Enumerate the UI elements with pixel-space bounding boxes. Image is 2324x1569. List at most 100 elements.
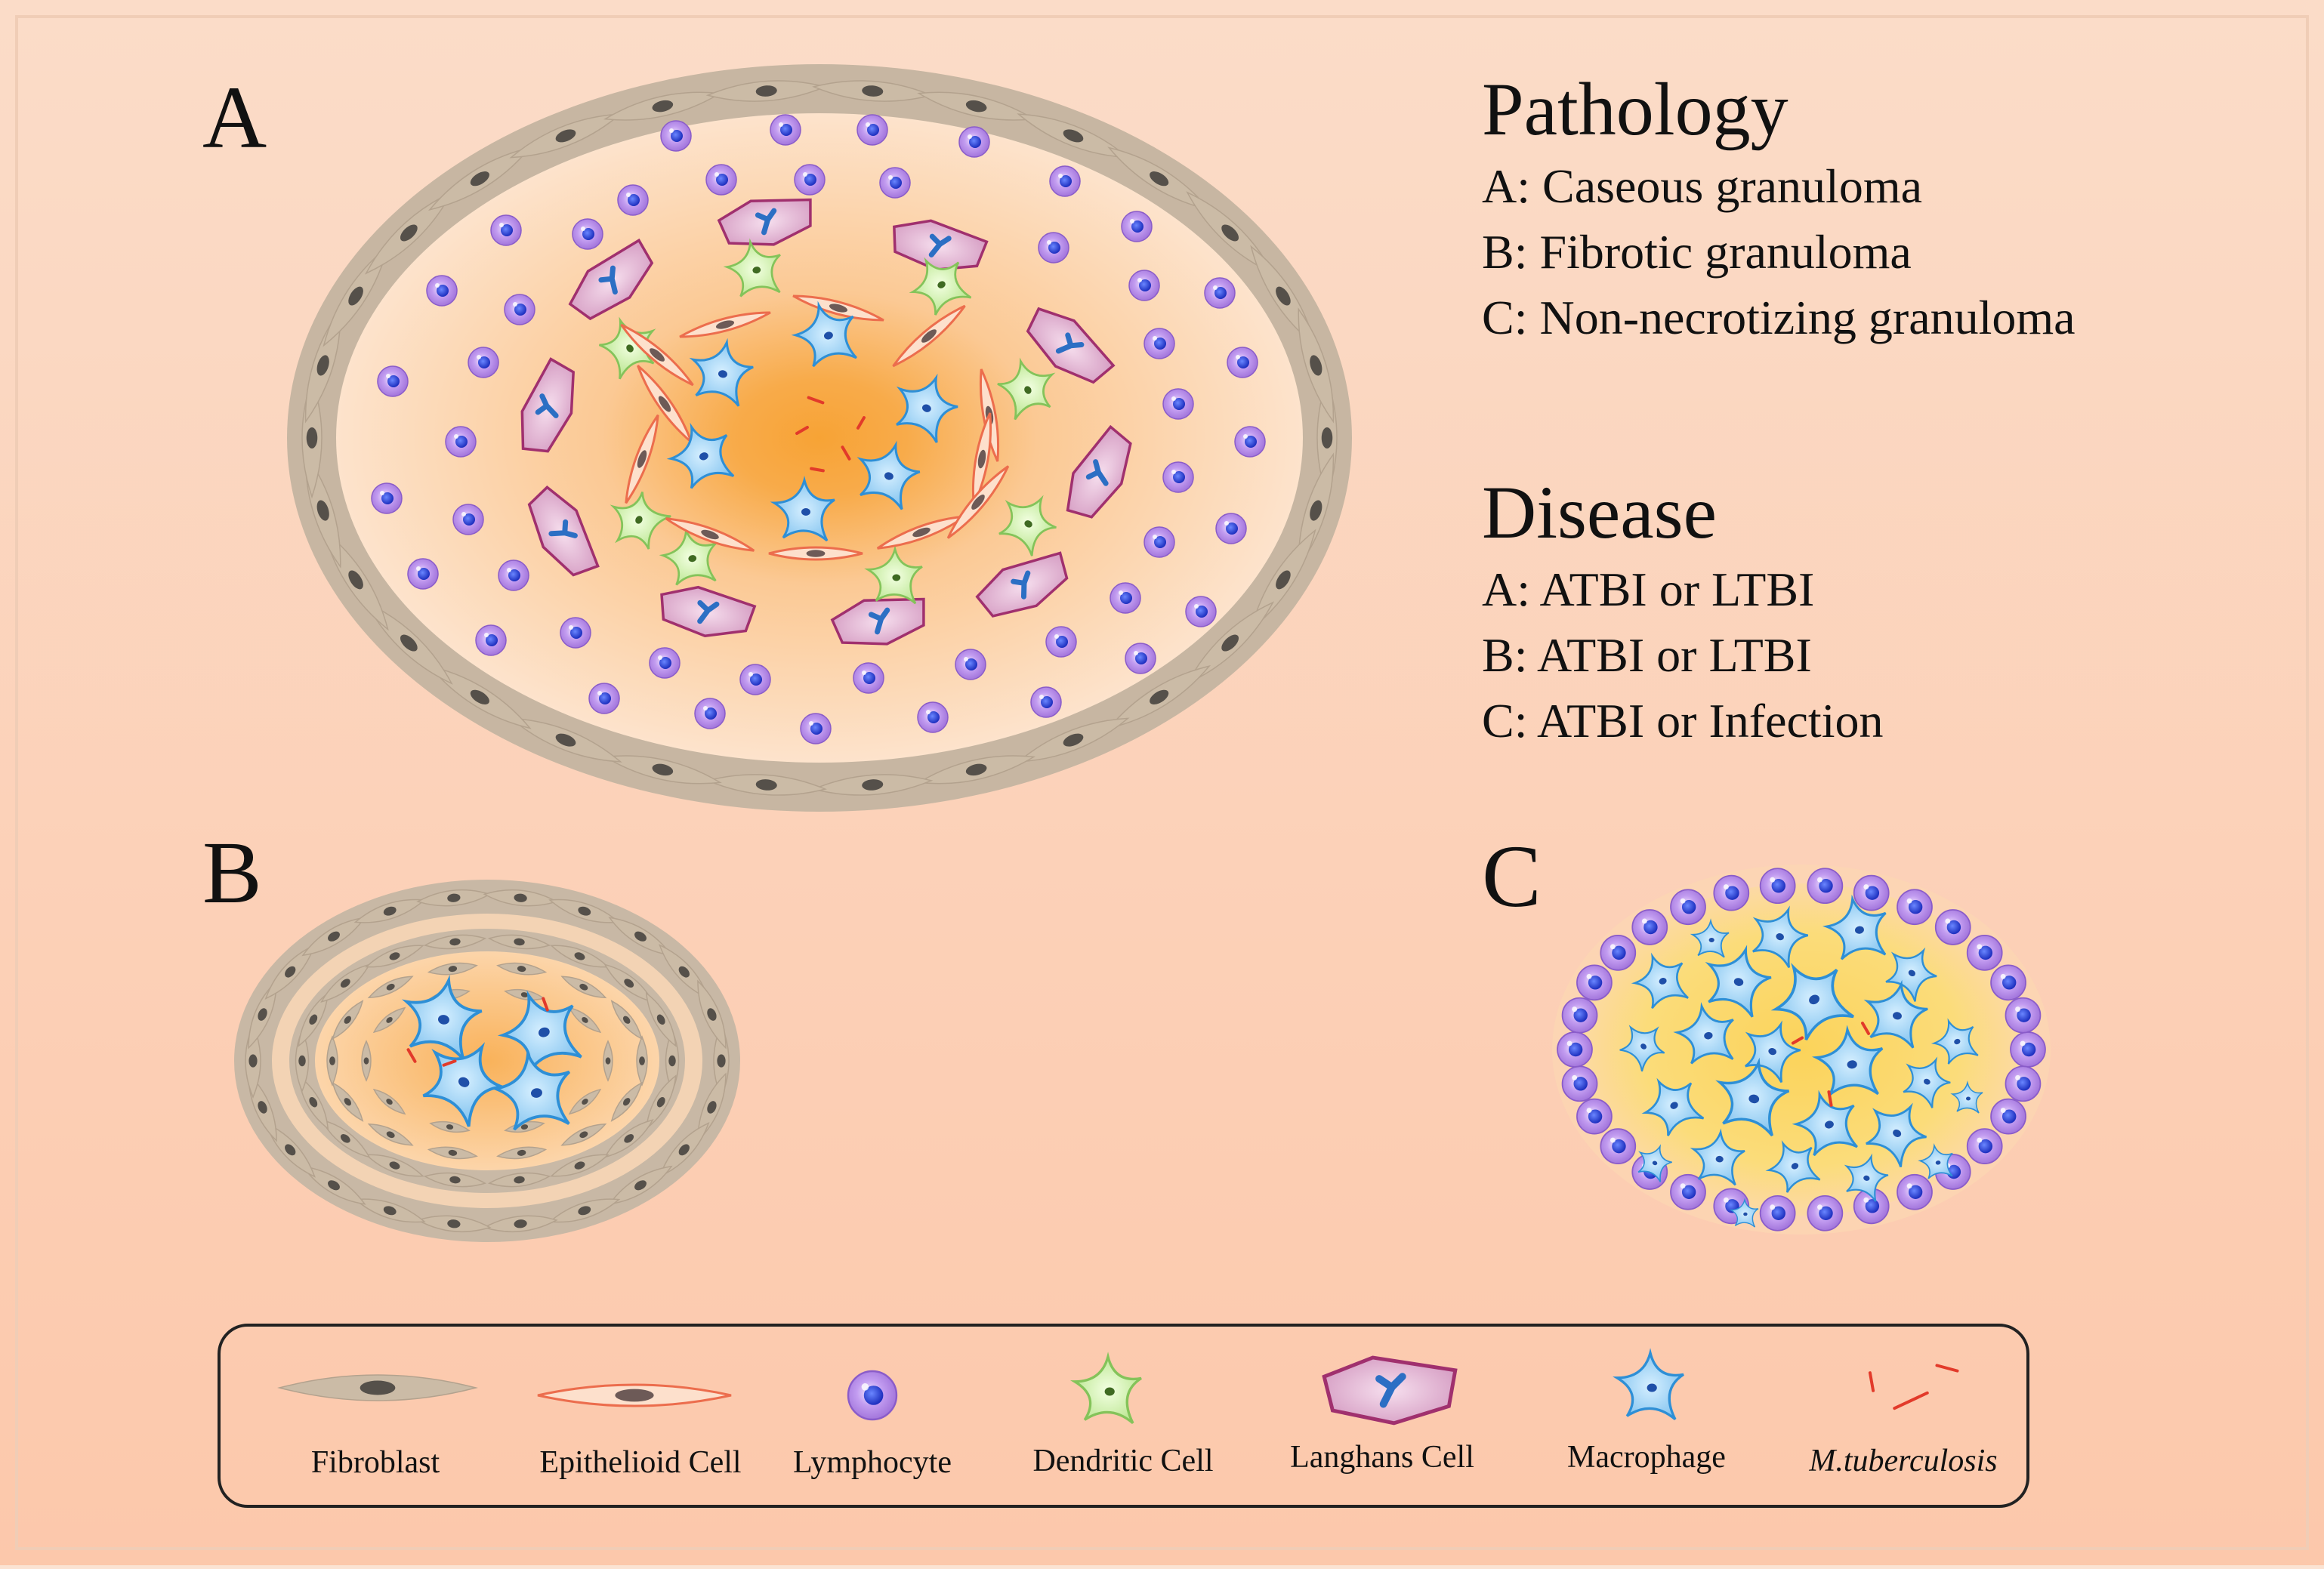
macrophage-icon: [1811, 1025, 1884, 1096]
macrophage-icon: [770, 476, 835, 542]
lymphocyte-icon: [1162, 388, 1194, 420]
fibroblast-icon: [372, 1006, 406, 1034]
dendritic-cell-icon: [864, 544, 923, 605]
macrophage-icon: [402, 974, 483, 1061]
legend-box: [218, 1324, 2029, 1508]
m-tuberculosis-icon: [795, 426, 809, 435]
lymphocyte-icon: [1807, 1194, 1844, 1231]
disease-section: Disease A: ATBI or LTBI B: ATBI or LTBI …: [1482, 470, 1883, 748]
lymphocyte-icon: [498, 559, 529, 591]
epithelioid-cell-icon: [665, 517, 755, 552]
lymphocyte-icon: [794, 164, 826, 196]
lymphocyte-icon: [1990, 964, 2026, 1001]
lymphocyte-icon: [1713, 874, 1750, 911]
legend-label-m-tuberculosis: M.tuberculosis: [1808, 1444, 1997, 1478]
fibroblast-icon: [496, 962, 548, 976]
fibroblast-icon: [353, 899, 426, 923]
panel-a-letter: A: [202, 68, 267, 167]
panel-b: [234, 880, 740, 1242]
lymphocyte-icon: [1557, 1031, 1593, 1068]
macrophage-icon: [1950, 1080, 1983, 1114]
lymphocyte-icon: [958, 126, 990, 158]
m-tuberculosis-icon: [1893, 1391, 1929, 1410]
macrophage-icon: [1637, 1144, 1672, 1182]
macrophage-icon: [1745, 1020, 1801, 1084]
macrophage-icon: [490, 1048, 571, 1131]
fibroblast-icon: [427, 1146, 478, 1160]
macrophage-icon: [1729, 1198, 1759, 1228]
macrophage-icon: [896, 373, 958, 443]
lymphocyte-icon: [1670, 1173, 1706, 1210]
lymphocyte-icon: [1897, 1173, 1933, 1210]
disease-line-b: B: ATBI or LTBI: [1482, 628, 1812, 682]
legend-label-lymphocyte: Lymphocyte: [793, 1445, 952, 1480]
macrophage-icon: [1690, 1128, 1745, 1186]
m-tuberculosis-icon: [442, 1059, 457, 1067]
dendritic-cell-icon: [909, 257, 972, 316]
macrophage-icon: [1770, 963, 1854, 1040]
legend-label-macrophage: Macrophage: [1567, 1440, 1726, 1475]
fibroblast-icon: [353, 1198, 426, 1223]
macrophage-icon: [1613, 1348, 1684, 1421]
macrophage-icon: [1903, 1056, 1951, 1108]
lymphocyte-icon: [1897, 889, 1933, 926]
lymphocyte-icon: [1934, 909, 1971, 945]
fibroblast-icon: [610, 1081, 643, 1122]
epithelioid-cell-icon: [537, 1383, 732, 1407]
pathology-line-a: A: Caseous granuloma: [1482, 159, 1922, 213]
macrophage-icon: [856, 440, 921, 510]
fibroblast-icon: [416, 1215, 492, 1233]
lymphocyte-icon: [1759, 868, 1796, 905]
lymphocyte-icon: [1990, 1098, 2026, 1135]
panel-b-interior: [315, 951, 659, 1170]
fibroblast-icon: [610, 1000, 643, 1040]
figure-border: [15, 15, 2309, 1550]
legend-label-langhans-cell: Langhans Cell: [1290, 1440, 1474, 1475]
lymphocyte-icon: [739, 664, 771, 695]
lymphocyte-icon: [445, 426, 477, 458]
lymphocyte-icon: [1600, 935, 1637, 971]
lymphocyte-icon: [617, 184, 649, 216]
lymphocyte-icon: [426, 275, 458, 307]
m-tuberculosis-icon: [810, 467, 825, 473]
fibroblast-icon: [361, 1040, 372, 1082]
fibroblast-icon: [568, 1088, 602, 1115]
lymphocyte-icon: [1561, 1065, 1598, 1102]
macrophage-icon: [666, 422, 735, 489]
dendritic-cell-icon: [659, 526, 717, 586]
panel-c: [1552, 865, 2051, 1235]
m-tuberculosis-icon: [841, 445, 851, 461]
lymphocyte-icon: [560, 617, 591, 649]
m-tuberculosis-icon: [542, 997, 549, 1012]
lymphocyte-icon: [705, 164, 737, 196]
lymphocyte-icon: [660, 120, 692, 152]
panel-b-letter: B: [202, 823, 262, 922]
langhans-cell-icon: [975, 551, 1069, 618]
m-tuberculosis-icon: [1827, 1090, 1833, 1107]
fibroblast-icon: [429, 1120, 471, 1133]
macrophage-icon: [1715, 1057, 1790, 1137]
macrophage-icon: [1792, 1090, 1858, 1157]
m-tuberculosis-icon: [1861, 1022, 1870, 1035]
legend-label-fibroblast: Fibroblast: [311, 1445, 440, 1480]
lymphocyte-icon: [371, 482, 403, 514]
langhans-cell-icon: [520, 357, 575, 453]
macrophage-icon: [791, 301, 857, 368]
pathology-line-c: C: Non-necrotizing granuloma: [1482, 291, 2076, 344]
lymphocyte-icon: [1576, 964, 1613, 1001]
langhans-cell-icon: [527, 485, 600, 577]
disease-heading: Disease: [1482, 470, 1717, 554]
macrophage-icon: [1619, 1025, 1665, 1072]
macrophage-icon: [422, 1042, 503, 1127]
langhans-cell-icon: [660, 585, 757, 638]
langhans-cell-icon: [1066, 424, 1132, 519]
lymphocyte-icon: [1185, 596, 1217, 627]
m-tuberculosis-icon: [1935, 1364, 1959, 1373]
lymphocyte-icon: [1038, 232, 1069, 264]
fibroblast-icon: [603, 963, 654, 1003]
lymphocyte-icon: [1966, 935, 2003, 971]
fibroblast-icon: [645, 991, 677, 1047]
fibroblast-icon: [550, 1154, 610, 1177]
dendritic-cell-icon: [997, 357, 1056, 421]
macrophage-icon: [1631, 952, 1689, 1010]
